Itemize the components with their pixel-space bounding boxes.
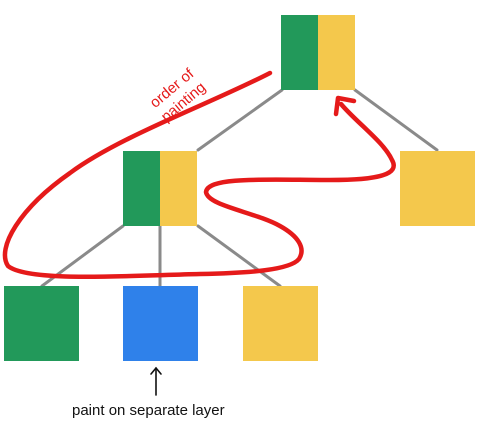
middle-node-yellow-half	[160, 151, 197, 226]
edge-root-to-middle	[196, 88, 284, 152]
leaf-blue-node	[123, 286, 198, 361]
root-node-yellow-half	[318, 15, 355, 90]
painting-order-arrowhead	[333, 95, 357, 117]
edge-root-to-right	[353, 88, 439, 152]
leaf-yellow-node	[243, 286, 318, 361]
edge-middle-to-right-leaf	[196, 224, 282, 288]
root-node	[281, 15, 355, 90]
tree-edges	[40, 88, 439, 288]
leaf-green-node	[4, 286, 79, 361]
painting-order-path	[2, 70, 396, 280]
root-node-green-half	[281, 15, 318, 90]
separate-layer-caption: paint on separate layer	[72, 402, 225, 419]
painting-order-label: order of painting	[147, 65, 209, 126]
middle-node	[123, 151, 197, 226]
right-child-node	[400, 151, 475, 226]
up-arrow-icon	[150, 366, 162, 396]
middle-node-green-half	[123, 151, 160, 226]
